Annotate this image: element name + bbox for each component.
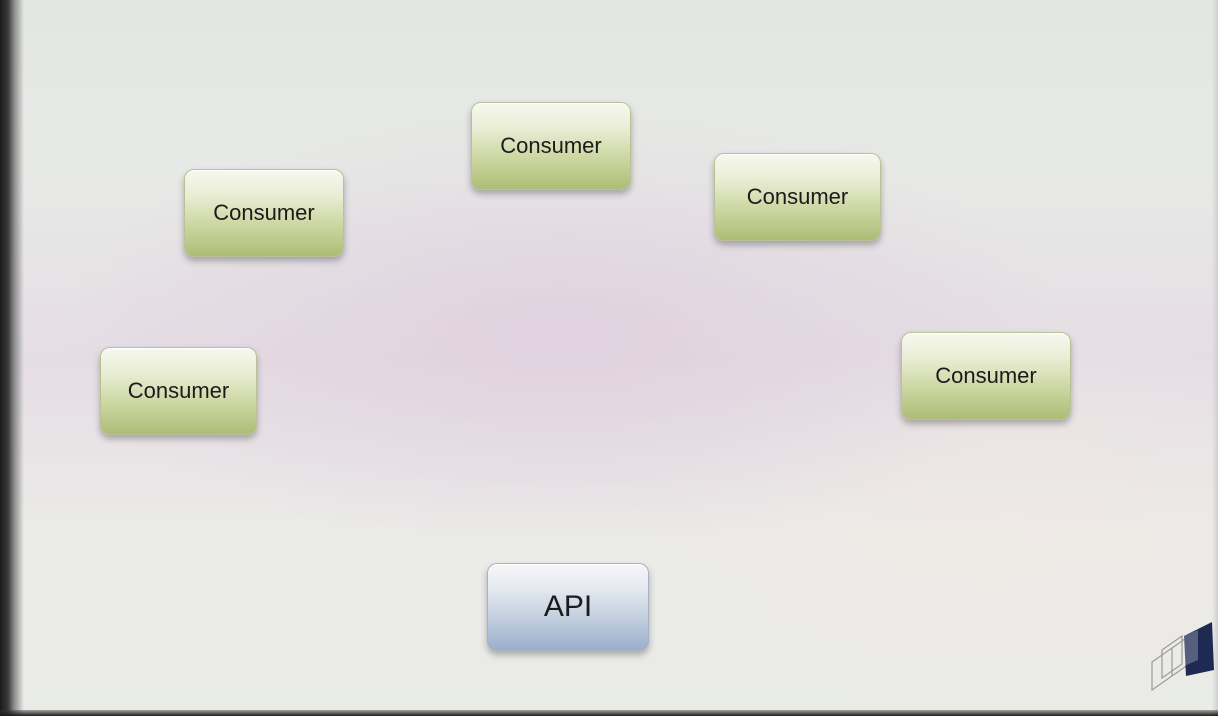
consumer-label: Consumer [500, 133, 602, 158]
consumer-label: Consumer [935, 363, 1037, 388]
cube-logo-icon [1151, 622, 1214, 692]
consumer-node-left: Consumer [100, 347, 257, 435]
consumer-label: Consumer [127, 378, 230, 403]
consumer-node-right: Consumer [901, 332, 1071, 420]
screen-edge-right [1212, 0, 1218, 716]
consumer-label: Consumer [746, 184, 849, 209]
api-node: API [487, 563, 649, 651]
screen-edge-bottom [0, 710, 1218, 716]
screen-edge-left [0, 0, 24, 716]
consumer-node-upper-left: Consumer [184, 169, 344, 257]
consumer-node-top: Consumer [471, 102, 631, 190]
consumer-node-upper-right: Consumer [714, 153, 881, 241]
consumer-label: Consumer [213, 200, 315, 225]
api-label: API [543, 590, 593, 623]
